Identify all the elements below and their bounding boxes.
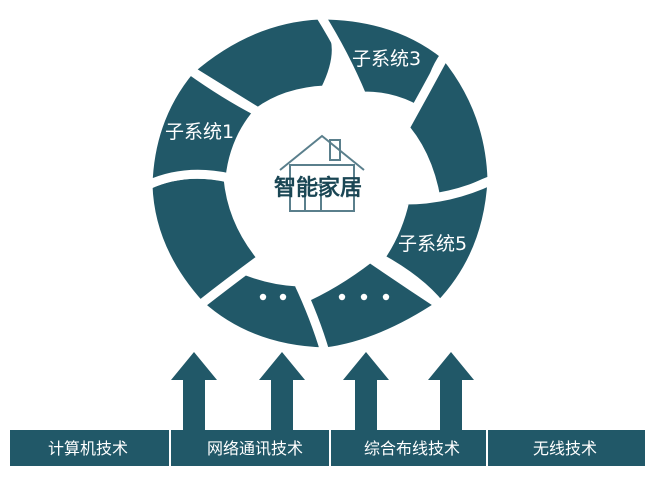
tech-label-network: 网络通讯技术 bbox=[207, 439, 303, 458]
tech-label-cabling: 综合布线技术 bbox=[364, 439, 460, 458]
subsystem-label-3: 子系统3 bbox=[352, 48, 421, 70]
ellipsis-right bbox=[338, 293, 390, 301]
arrow-1 bbox=[171, 352, 217, 432]
ring-segment-lower-right bbox=[375, 175, 497, 310]
arrow-2 bbox=[259, 352, 305, 432]
arrow-4 bbox=[428, 352, 474, 432]
technology-bar: 计算机技术 网络通讯技术 综合布线技术 无线技术 bbox=[10, 430, 645, 466]
ring-segments bbox=[143, 10, 497, 357]
arrows bbox=[171, 352, 474, 432]
tech-label-computer: 计算机技术 bbox=[48, 439, 128, 458]
arrow-3 bbox=[343, 352, 389, 432]
tech-label-wireless: 无线技术 bbox=[533, 439, 597, 458]
house-icon bbox=[279, 134, 365, 212]
ellipsis-left bbox=[259, 293, 287, 301]
subsystem-label-5: 子系统5 bbox=[398, 233, 467, 255]
center-label: 智能家居 bbox=[274, 175, 362, 201]
ring-segment-upper-left bbox=[143, 65, 263, 190]
subsystem-label-1: 子系统1 bbox=[165, 121, 234, 143]
tech-bar-background bbox=[10, 430, 645, 466]
